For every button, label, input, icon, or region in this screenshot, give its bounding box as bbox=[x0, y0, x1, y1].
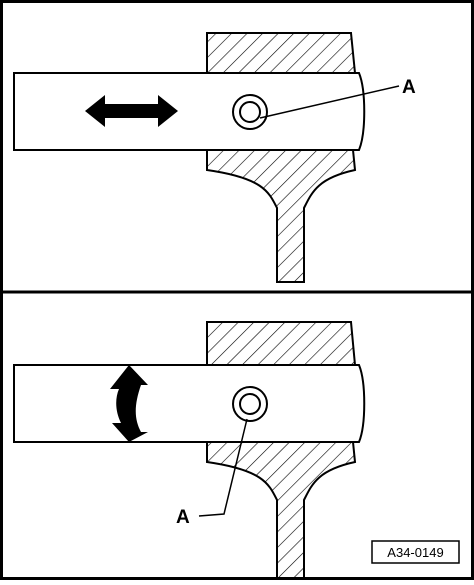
leader-line-bottom bbox=[198, 418, 248, 517]
rotation-arrow-icon bbox=[110, 365, 148, 442]
callout-label-a-bottom: A bbox=[176, 507, 190, 528]
top-panel: A bbox=[13, 32, 416, 283]
piston-pin-top bbox=[13, 72, 366, 151]
bottom-panel: A bbox=[13, 321, 366, 581]
callout-label-a-top: A bbox=[402, 77, 416, 98]
figure-id-text: A34-0149 bbox=[387, 545, 443, 560]
leader-line-top bbox=[259, 85, 400, 119]
piston-pin-bottom bbox=[13, 364, 366, 443]
figure-id-box bbox=[371, 540, 460, 564]
double-arrow-icon bbox=[85, 95, 178, 127]
circlip-inner-bottom bbox=[239, 393, 261, 415]
circlip-inner-top bbox=[239, 101, 261, 123]
